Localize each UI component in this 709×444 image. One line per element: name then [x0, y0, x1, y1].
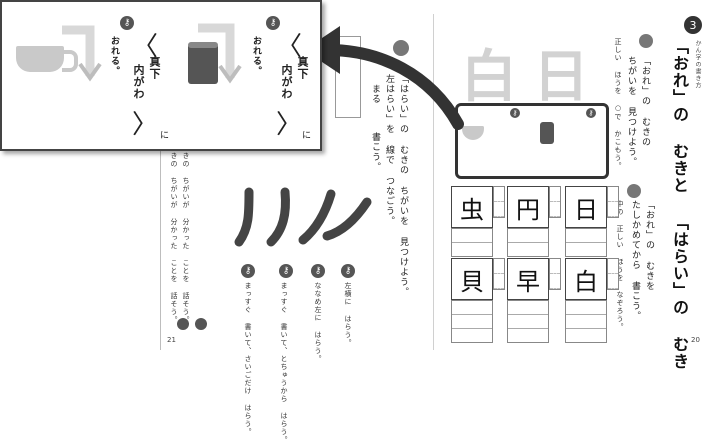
panel-b-result: おれる。: [251, 36, 261, 76]
can-rim: [188, 42, 218, 48]
pair-icon: [195, 318, 207, 330]
panel-b-bracket-top: 〈: [276, 32, 303, 62]
stroke-guide: [493, 258, 505, 290]
q2-prompt: 「おれ」の むきを: [644, 200, 654, 291]
ore-stroke-diagram: [198, 23, 242, 84]
stroke-desc: ななめ左に はらう。: [314, 282, 322, 363]
stroke-desc: まっすぐ 書いて、さいごだけ はらう。: [244, 282, 252, 436]
can-illustration: [188, 44, 218, 84]
practice-box: 日: [565, 186, 607, 228]
character-icon: [393, 40, 409, 56]
q2-prompt: たしかめてから 書こう。: [630, 200, 640, 321]
panel-a-bracket-bottom: 〉: [132, 110, 159, 140]
q1-instruction: 正しい ほうを ○で かこもう。: [614, 38, 622, 170]
key-icon: ⚷: [586, 108, 596, 118]
panel-a-bracket-top: 〈: [132, 32, 159, 62]
ore-stroke-diagram: [62, 25, 102, 82]
tracing-grid: [565, 300, 607, 343]
panel-b-line1: 真下: [296, 56, 309, 80]
zoom-callout: ⚷ おれる。 〈 真下 内がわ 〉 に ⚷ おれる。 〈 真下 内がわ 〉 に: [0, 0, 322, 151]
key-icon: ⚷: [241, 264, 255, 278]
stroke-desc: まっすぐ 書いて、とちゅうから はらう。: [280, 282, 288, 444]
panel-b-particle: に: [302, 131, 312, 141]
practice-box: 貝: [451, 258, 493, 300]
q2-instruction: 中の 正しい ほうを なぞろう。: [616, 200, 624, 331]
answer-box: [335, 36, 361, 118]
stroke-guide: [607, 186, 619, 218]
cup-thumb: [462, 126, 484, 140]
key-icon: ⚷: [120, 16, 134, 30]
can-thumb: [540, 122, 554, 144]
stroke-guide: [493, 186, 505, 218]
stroke-guide: [549, 186, 561, 218]
character-icon: [627, 184, 641, 198]
q3-write: 書こう。: [370, 132, 380, 172]
key-icon: ⚷: [510, 108, 520, 118]
tracing-grid: [507, 228, 549, 257]
pointer-arrow: [304, 26, 464, 130]
textbook-spread: 21 むきの ちがいが 分かった ことを 話そう。 むきの ちがいが 分かった …: [160, 14, 709, 444]
side-note: むきの ちがいが 分かった ことを 話そう。: [182, 144, 190, 324]
panel-a-line1: 真下: [148, 56, 161, 80]
q3-prompt: 「はらい」の むきの ちがいを 見つけよう。: [398, 74, 408, 297]
q3-prompt: 左はらい」を 線で つなごう。: [384, 74, 394, 226]
stroke-desc: 左横に はらう。: [344, 282, 352, 347]
stroke-guide: [607, 258, 619, 290]
key-icon: ⚷: [311, 264, 325, 278]
harai-strokes: [234, 187, 372, 247]
character-icon: [639, 34, 653, 48]
tracing-grid: [565, 228, 607, 257]
tracing-grid: [451, 300, 493, 343]
panel-a-particle: に: [160, 131, 170, 141]
practice-box: 円: [507, 186, 549, 228]
pair-icon: [177, 318, 189, 330]
right-page-number: 20: [691, 336, 700, 344]
panel-b-line2: 内がわ: [280, 64, 293, 100]
panel-b-bracket-bottom: 〉: [276, 110, 303, 140]
practice-box: 虫: [451, 186, 493, 228]
stroke-guide: [549, 258, 561, 290]
section-label: かん字の書き方: [694, 40, 701, 89]
key-icon: ⚷: [266, 16, 280, 30]
practice-box: 早: [507, 258, 549, 300]
section-number-badge: 3: [684, 16, 702, 34]
ghost-kanji: 日: [533, 44, 589, 110]
cup-illustration: [16, 46, 64, 72]
key-icon: ⚷: [279, 264, 293, 278]
side-note: むきの ちがいが 分かった ことを 話そう。: [170, 144, 178, 324]
q1-prompt: 「おれ」の むきの: [640, 56, 650, 147]
tracing-grid: [507, 300, 549, 343]
q1-prompt: ちがいを 見つけよう。: [626, 56, 636, 167]
tracing-grid: [451, 228, 493, 257]
cup-handle: [62, 50, 78, 72]
left-page-number: 21: [167, 336, 176, 344]
q3-lead: まる: [370, 84, 380, 104]
highlight-frame: ⚷ ⚷: [455, 103, 609, 179]
page-fold: [433, 14, 434, 350]
ghost-kanji: 白: [461, 44, 517, 110]
page-title: 「おれ」の むきと 「はらい」の むき: [670, 38, 689, 370]
panel-a-result: おれる。: [109, 36, 119, 76]
panel-a-line2: 内がわ: [132, 64, 145, 100]
practice-box: 白: [565, 258, 607, 300]
key-icon: ⚷: [341, 264, 355, 278]
